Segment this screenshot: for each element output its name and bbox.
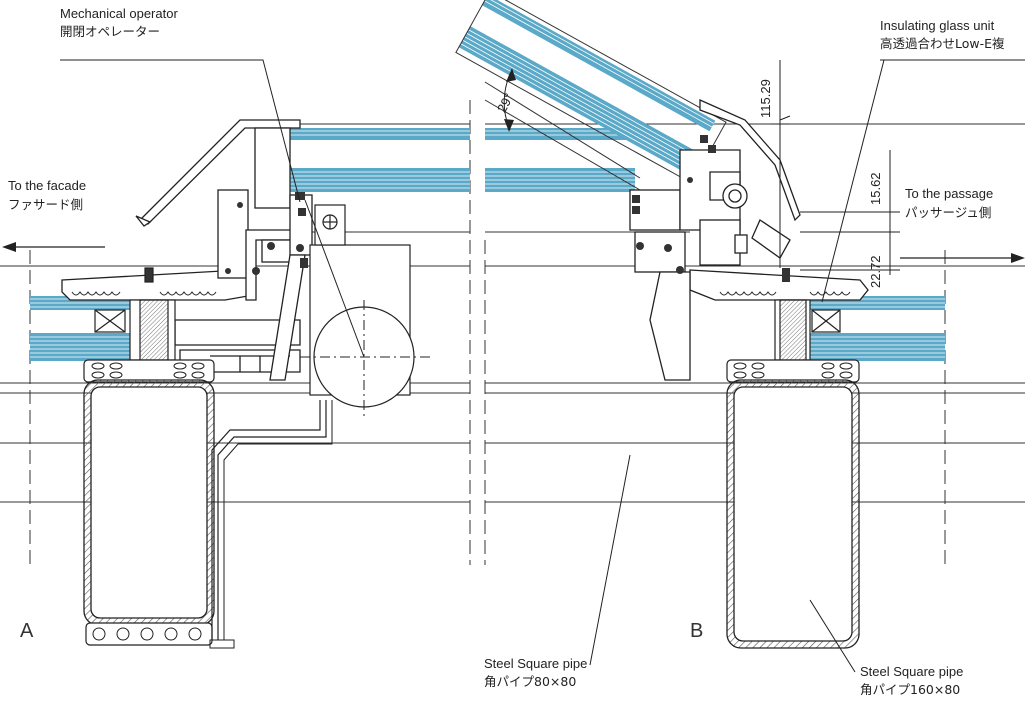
passage-label-en: To the passage: [905, 186, 994, 201]
passage-arrow: [900, 253, 1025, 263]
dimension-arrows: [504, 68, 516, 132]
frame-profile-left: [61, 119, 313, 381]
frame-profile-right: [629, 98, 869, 381]
glass-left-top: [290, 128, 470, 192]
gaskets-right: [632, 135, 790, 282]
glass-right-top: [485, 128, 635, 192]
pipe80-label-jp: 角パイプ80×80: [484, 674, 577, 689]
mechanical-operator: [300, 199, 430, 420]
dimension-22-72: 22.72: [868, 255, 883, 288]
dimension-115-29: 115.29: [758, 79, 773, 118]
facade-arrow: [2, 242, 105, 252]
facade-label-jp: ファサード側: [8, 197, 84, 212]
pipe160-label-en: Steel Square pipe: [860, 664, 964, 679]
steel-pipe-right: [726, 359, 860, 649]
glass-inclined-vent: [455, 0, 727, 191]
operator-label-en: Mechanical operator: [60, 6, 178, 21]
dimension-15-62: 15.62: [868, 172, 883, 205]
igu-label-en: Insulating glass unit: [880, 18, 995, 33]
pipe160-label-jp: 角パイプ160×80: [860, 682, 961, 697]
section-a-label: A: [20, 620, 34, 642]
gaskets-left: [225, 192, 308, 275]
facade-label-en: To the facade: [8, 178, 87, 193]
steel-pipe-left: [83, 359, 333, 649]
section-b-label: B: [690, 620, 704, 642]
setting-blocks-right: [774, 299, 841, 371]
pipe80-label-en: Steel Square pipe: [484, 656, 588, 671]
operator-label-jp: 開閉オペレーター: [60, 24, 161, 39]
igu-label-jp: 高透過合わせLow-E複: [880, 36, 1005, 51]
leader-lines: [60, 59, 1025, 673]
passage-label-jp: パッサージュ側: [905, 205, 992, 220]
